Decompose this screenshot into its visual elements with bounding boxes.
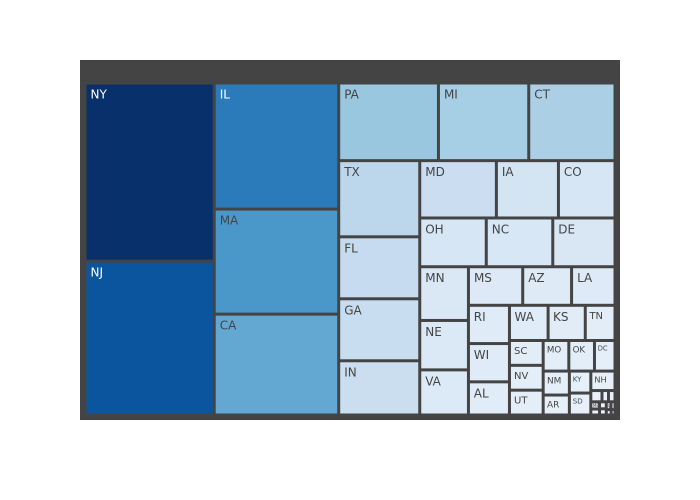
tile-small-42[interactable] [603, 392, 607, 401]
tile-ms[interactable] [469, 268, 522, 304]
tile-label-nh: NH [594, 375, 606, 385]
tile-mn[interactable] [421, 268, 467, 319]
tile-me[interactable] [592, 403, 599, 408]
tile-label-ma: MA [220, 214, 239, 228]
tile-small-51[interactable] [612, 411, 614, 414]
tile-az[interactable] [524, 268, 571, 304]
tile-label-az: AZ [528, 271, 544, 285]
tile-wi[interactable] [469, 345, 508, 381]
tile-small-49[interactable] [612, 403, 614, 409]
tile-label-ar: AR [547, 400, 559, 410]
tile-small-43[interactable] [609, 392, 614, 401]
tile-label-md: MD [425, 165, 445, 179]
tile-il[interactable] [215, 84, 338, 208]
tile-label-in: IN [344, 365, 357, 379]
tile-md[interactable] [421, 162, 495, 217]
tile-ut[interactable] [510, 391, 542, 414]
tile-in[interactable] [340, 362, 419, 414]
tile-small-45[interactable] [592, 410, 599, 414]
tile-label-nv: NV [514, 371, 528, 382]
tile-small-50[interactable] [607, 411, 610, 414]
treemap-tiles: NY NJ IL MA CA PA MI CT TX FL GA IN MD IA CO OH NC DE MN NE… [86, 84, 615, 414]
tile-label-la: LA [577, 271, 593, 285]
tile-oh[interactable] [421, 219, 485, 266]
tile-co[interactable] [559, 162, 614, 217]
tile-de[interactable] [554, 219, 614, 266]
tile-nj[interactable] [86, 262, 213, 414]
tile-label-wa: WA [515, 310, 535, 324]
tile-ct[interactable] [530, 84, 614, 160]
tile-ma[interactable] [215, 210, 338, 313]
tile-dc[interactable] [595, 341, 614, 370]
tile-nc[interactable] [487, 219, 552, 266]
tile-label-ct: CT [534, 88, 550, 102]
tile-label-ca: CA [220, 319, 237, 333]
tile-sc[interactable] [510, 341, 542, 364]
tile-label-al: AL [474, 386, 489, 400]
tile-label-mo: MO [547, 346, 562, 356]
tile-label-ne: NE [425, 325, 442, 339]
tile-label-il: IL [220, 88, 231, 102]
tile-label-tn: TN [588, 311, 603, 322]
tile-label-va: VA [425, 374, 441, 388]
tile-pa[interactable] [340, 84, 437, 160]
tile-ny[interactable] [86, 84, 213, 260]
tile-label-fl: FL [344, 241, 358, 255]
tile-ar[interactable] [544, 396, 568, 414]
tile-sd[interactable] [570, 394, 590, 414]
tile-wa[interactable] [510, 306, 547, 339]
tile-tx[interactable] [340, 162, 419, 236]
tile-label-mi: MI [444, 88, 458, 102]
tile-label-ms: MS [474, 271, 492, 285]
tile-tn[interactable] [586, 306, 614, 339]
tile-nm[interactable] [544, 372, 568, 394]
tile-small-47[interactable] [601, 410, 605, 414]
tile-label-ut: UT [514, 396, 528, 407]
tile-label-nc: NC [492, 222, 509, 236]
tile-label-sc: SC [514, 346, 527, 357]
tile-label-oh: OH [425, 222, 443, 236]
tile-label-me: ME [593, 403, 599, 408]
tile-label-pa: PA [344, 88, 359, 102]
tile-ca[interactable] [215, 315, 338, 414]
tile-label-nj: NJ [91, 266, 104, 280]
tile-nv[interactable] [510, 366, 542, 389]
tile-ri[interactable] [469, 306, 508, 343]
tile-ga[interactable] [340, 300, 419, 360]
tile-small-41[interactable] [592, 392, 601, 401]
tile-label-co: CO [564, 165, 582, 179]
tile-ne[interactable] [421, 321, 467, 369]
tile-ky[interactable] [570, 372, 590, 392]
tile-label-sd: SD [573, 397, 583, 406]
tile-label-wi: WI [474, 348, 489, 362]
tile-mi[interactable] [439, 84, 528, 160]
tile-label-tx: TX [343, 165, 360, 179]
tile-small-46[interactable] [601, 403, 605, 408]
tile-mo[interactable] [544, 341, 568, 370]
tile-wv[interactable] [607, 403, 610, 409]
tile-label-ok: OK [573, 346, 586, 356]
tile-va[interactable] [421, 371, 467, 414]
tile-label-de: DE [558, 222, 575, 236]
tile-fl[interactable] [340, 238, 419, 298]
tile-label-ga: GA [344, 303, 362, 317]
tile-label-ri: RI [474, 310, 486, 324]
tile-ks[interactable] [549, 306, 584, 339]
tile-label-ky: KY [573, 375, 582, 384]
tile-label-ia: IA [502, 165, 515, 179]
tile-label-wv: WV [608, 403, 615, 408]
tile-label-dc: DC [598, 345, 608, 353]
tile-label-nm: NM [547, 377, 561, 387]
tile-label-ks: KS [553, 310, 569, 324]
tile-ok[interactable] [570, 341, 593, 370]
tile-al[interactable] [469, 383, 508, 414]
tile-la[interactable] [573, 268, 614, 304]
tile-nh[interactable] [592, 372, 614, 390]
tile-label-mn: MN [425, 271, 444, 285]
tile-label-ny: NY [91, 88, 108, 102]
tile-ia[interactable] [497, 162, 557, 217]
